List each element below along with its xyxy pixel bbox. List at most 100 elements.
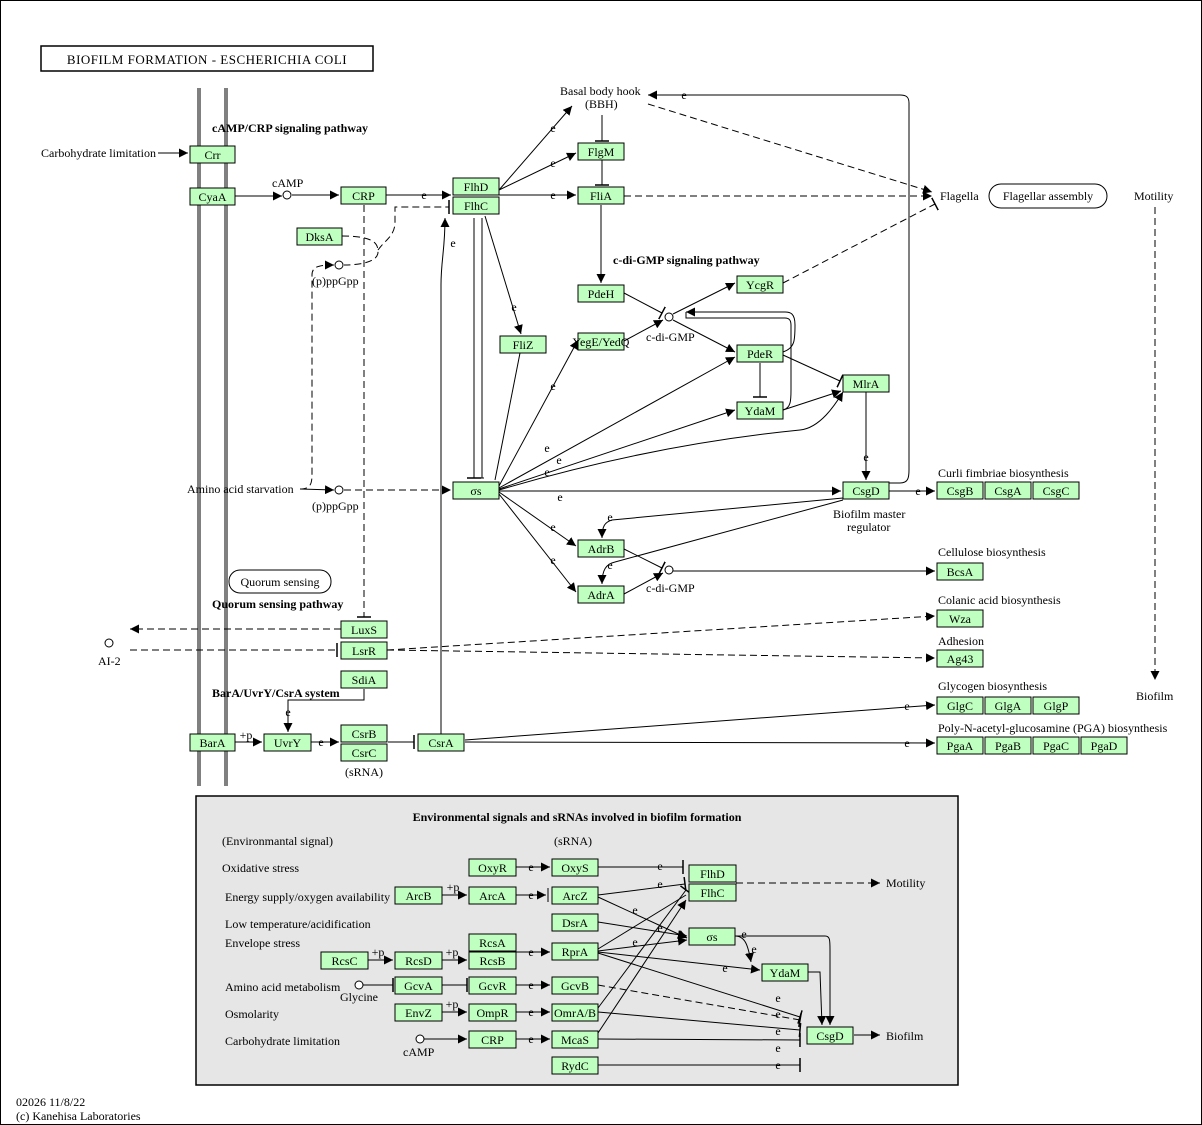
gene-box-pgaa[interactable] bbox=[936, 736, 984, 755]
inset-gene-box-csgd[interactable] bbox=[806, 1026, 854, 1045]
inset-gene-label-ydam[interactable]: YdaM bbox=[770, 966, 801, 980]
inset-gene-label-rcsa[interactable]: RcsA bbox=[479, 936, 506, 950]
inset-gene-label-gcvr[interactable]: GcvR bbox=[479, 979, 507, 993]
gene-box-ycgr[interactable] bbox=[736, 275, 784, 294]
gene-label-mlra[interactable]: MlrA bbox=[853, 377, 880, 391]
gene-label-uvry[interactable]: UvrY bbox=[274, 736, 302, 750]
inset-gene-label-csgd[interactable]: CsgD bbox=[816, 1029, 844, 1043]
gene-box-flia[interactable] bbox=[577, 186, 625, 205]
inset-gene-box-dsra[interactable] bbox=[551, 913, 599, 932]
compound-node[interactable] bbox=[282, 190, 292, 200]
gene-box-uvry[interactable] bbox=[263, 733, 312, 752]
inset-gene-box-arcz[interactable] bbox=[551, 886, 599, 905]
inset-gene-box-envz[interactable] bbox=[394, 1003, 443, 1022]
gene-pgaa[interactable]: PgaA bbox=[936, 736, 984, 755]
inset-gene-box-mcas[interactable] bbox=[551, 1030, 599, 1049]
gene-flhc[interactable]: FlhC bbox=[452, 196, 500, 215]
gene-lsrr[interactable]: LsrR bbox=[340, 641, 388, 660]
gene-csrc[interactable]: CsrC bbox=[340, 743, 388, 762]
inset-gene-label-omra[interactable]: OmrA/B bbox=[554, 1006, 596, 1020]
gene-label-dksa[interactable]: DksA bbox=[305, 230, 333, 244]
gene-flgm[interactable]: FlgM bbox=[577, 142, 625, 161]
gene-label-flhd[interactable]: FlhD bbox=[464, 180, 489, 194]
inset-gene-oxys[interactable]: OxyS bbox=[551, 858, 599, 877]
compound-node[interactable] bbox=[664, 565, 674, 575]
gene-box-adra[interactable] bbox=[577, 585, 625, 604]
gene-label-ag43[interactable]: Ag43 bbox=[947, 652, 974, 666]
compound-node[interactable] bbox=[334, 260, 344, 270]
gene-label-lsrr[interactable]: LsrR bbox=[352, 644, 376, 658]
inset-gene-oxyr[interactable]: OxyR bbox=[468, 858, 517, 877]
gene-label-cyaa[interactable]: CyaA bbox=[199, 190, 227, 204]
gene-box-csrb[interactable] bbox=[340, 724, 388, 743]
gene-box-lsrr[interactable] bbox=[340, 641, 388, 660]
gene-ag43[interactable]: Ag43 bbox=[936, 649, 984, 668]
gene-label-glgc[interactable]: GlgC bbox=[947, 699, 973, 713]
inset-gene-dsra[interactable]: DsrA bbox=[551, 913, 599, 932]
gene-mlra[interactable]: MlrA bbox=[842, 374, 890, 393]
gene-label-luxs[interactable]: LuxS bbox=[351, 623, 377, 637]
gene-label-csra[interactable]: CsrA bbox=[428, 736, 454, 750]
inset-gene-gcvr[interactable]: GcvR bbox=[468, 976, 517, 995]
gene-box-mlra[interactable] bbox=[842, 374, 890, 393]
gene-label-ydam[interactable]: YdaM bbox=[745, 404, 776, 418]
inset-gene-label-rydc[interactable]: RydC bbox=[561, 1059, 589, 1073]
gene-csga[interactable]: CsgA bbox=[984, 481, 1032, 500]
gene-box-flhc[interactable] bbox=[452, 196, 500, 215]
gene-box-crr[interactable] bbox=[189, 145, 236, 164]
gene-box-csra[interactable] bbox=[417, 733, 465, 752]
inset-gene-ydam[interactable]: YdaM bbox=[761, 963, 809, 982]
gene-cyaa[interactable]: CyaA bbox=[189, 187, 236, 206]
gene-box-pdeh[interactable] bbox=[577, 284, 625, 303]
gene-box-cyaa[interactable] bbox=[189, 187, 236, 206]
inset-gene-box-arca[interactable] bbox=[468, 886, 517, 905]
gene-box-glgp[interactable] bbox=[1032, 696, 1080, 715]
gene-box-pgad[interactable] bbox=[1080, 736, 1128, 755]
gene-csgc[interactable]: CsgC bbox=[1032, 481, 1080, 500]
inset-gene-box-rydc[interactable] bbox=[551, 1056, 599, 1075]
gene-box-pgac[interactable] bbox=[1032, 736, 1080, 755]
gene-adra[interactable]: AdrA bbox=[577, 585, 625, 604]
gene-label-flia[interactable]: FliA bbox=[590, 189, 612, 203]
inset-gene-box-oxyr[interactable] bbox=[468, 858, 517, 877]
inset-gene-gcva[interactable]: GcvA bbox=[394, 976, 443, 995]
inset-gene-arcb[interactable]: ArcB bbox=[394, 886, 443, 905]
gene-box-dksa[interactable] bbox=[296, 227, 343, 246]
inset-gene-label-rcsb[interactable]: RcsB bbox=[479, 954, 505, 968]
gene-label-csrb[interactable]: CsrB bbox=[352, 727, 377, 741]
gene-csra[interactable]: CsrA bbox=[417, 733, 465, 752]
gene-pgad[interactable]: PgaD bbox=[1080, 736, 1128, 755]
inset-gene-label-oxyr[interactable]: OxyR bbox=[478, 861, 507, 875]
gene-box-flhd[interactable] bbox=[452, 177, 500, 196]
quorum-sensing-link[interactable] bbox=[228, 569, 332, 594]
inset-gene-label-oxys[interactable]: OxyS bbox=[561, 861, 588, 875]
gene-box-flgm[interactable] bbox=[577, 142, 625, 161]
flagellar-assembly-link[interactable] bbox=[988, 183, 1108, 209]
inset-gene-label-gcvb[interactable]: GcvB bbox=[561, 979, 589, 993]
gene-luxs[interactable]: LuxS bbox=[340, 620, 388, 639]
inset-gene-label-mcas[interactable]: McaS bbox=[561, 1033, 589, 1047]
inset-gene-box-arcb[interactable] bbox=[394, 886, 443, 905]
gene-label-glgp[interactable]: GlgP bbox=[1044, 699, 1069, 713]
inset-gene-ompr[interactable]: OmpR bbox=[468, 1003, 517, 1022]
inset-gene-box-rcsa[interactable] bbox=[468, 933, 517, 952]
gene-csrb[interactable]: CsrB bbox=[340, 724, 388, 743]
inset-gene-rcsa[interactable]: RcsA bbox=[468, 933, 517, 952]
inset-gene-rcsc[interactable]: RcsC bbox=[320, 951, 369, 970]
inset-gene-box-ydam[interactable] bbox=[761, 963, 809, 982]
gene-label-bcsa[interactable]: BcsA bbox=[947, 565, 974, 579]
gene-box-bara[interactable] bbox=[189, 733, 236, 752]
inset-gene-box-crp[interactable] bbox=[468, 1030, 517, 1049]
gene-label-ycgr[interactable]: YcgR bbox=[746, 278, 774, 292]
gene-label-rpos[interactable]: σs bbox=[470, 484, 481, 498]
gene-label-csgd[interactable]: CsgD bbox=[852, 484, 880, 498]
gene-box-glgc[interactable] bbox=[936, 696, 984, 715]
gene-label-csgc[interactable]: CsgC bbox=[1043, 484, 1070, 498]
gene-box-glga[interactable] bbox=[984, 696, 1032, 715]
inset-gene-label-ompr[interactable]: OmpR bbox=[476, 1006, 508, 1020]
inset-gene-label-arcz[interactable]: ArcZ bbox=[562, 889, 587, 903]
gene-pgac[interactable]: PgaC bbox=[1032, 736, 1080, 755]
gene-box-sdia[interactable] bbox=[340, 670, 388, 689]
inset-gene-flhc[interactable]: FlhC bbox=[688, 883, 737, 902]
gene-label-csga[interactable]: CsgA bbox=[994, 484, 1022, 498]
